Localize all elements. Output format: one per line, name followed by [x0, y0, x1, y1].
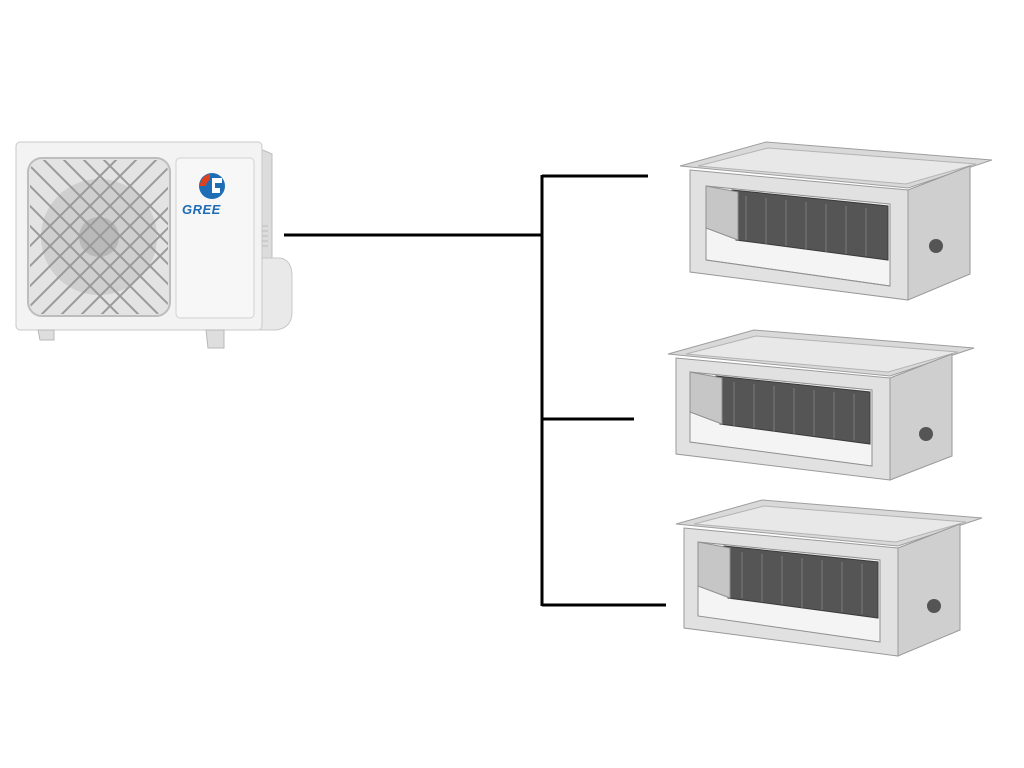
- fan-grille-icon: [27, 157, 171, 317]
- indoor-duct-unit-3: [675, 499, 983, 657]
- duct-unit-icon: [667, 329, 975, 481]
- duct-unit-icon: [679, 141, 992, 301]
- indoor-duct-unit-2: [667, 329, 975, 481]
- gree-logo: GREE: [182, 173, 225, 217]
- brand-label: GREE: [182, 202, 221, 217]
- outdoor-unit: GREE: [15, 141, 293, 349]
- indoor-duct-unit-1: [679, 141, 992, 301]
- duct-unit-icon: [675, 499, 983, 657]
